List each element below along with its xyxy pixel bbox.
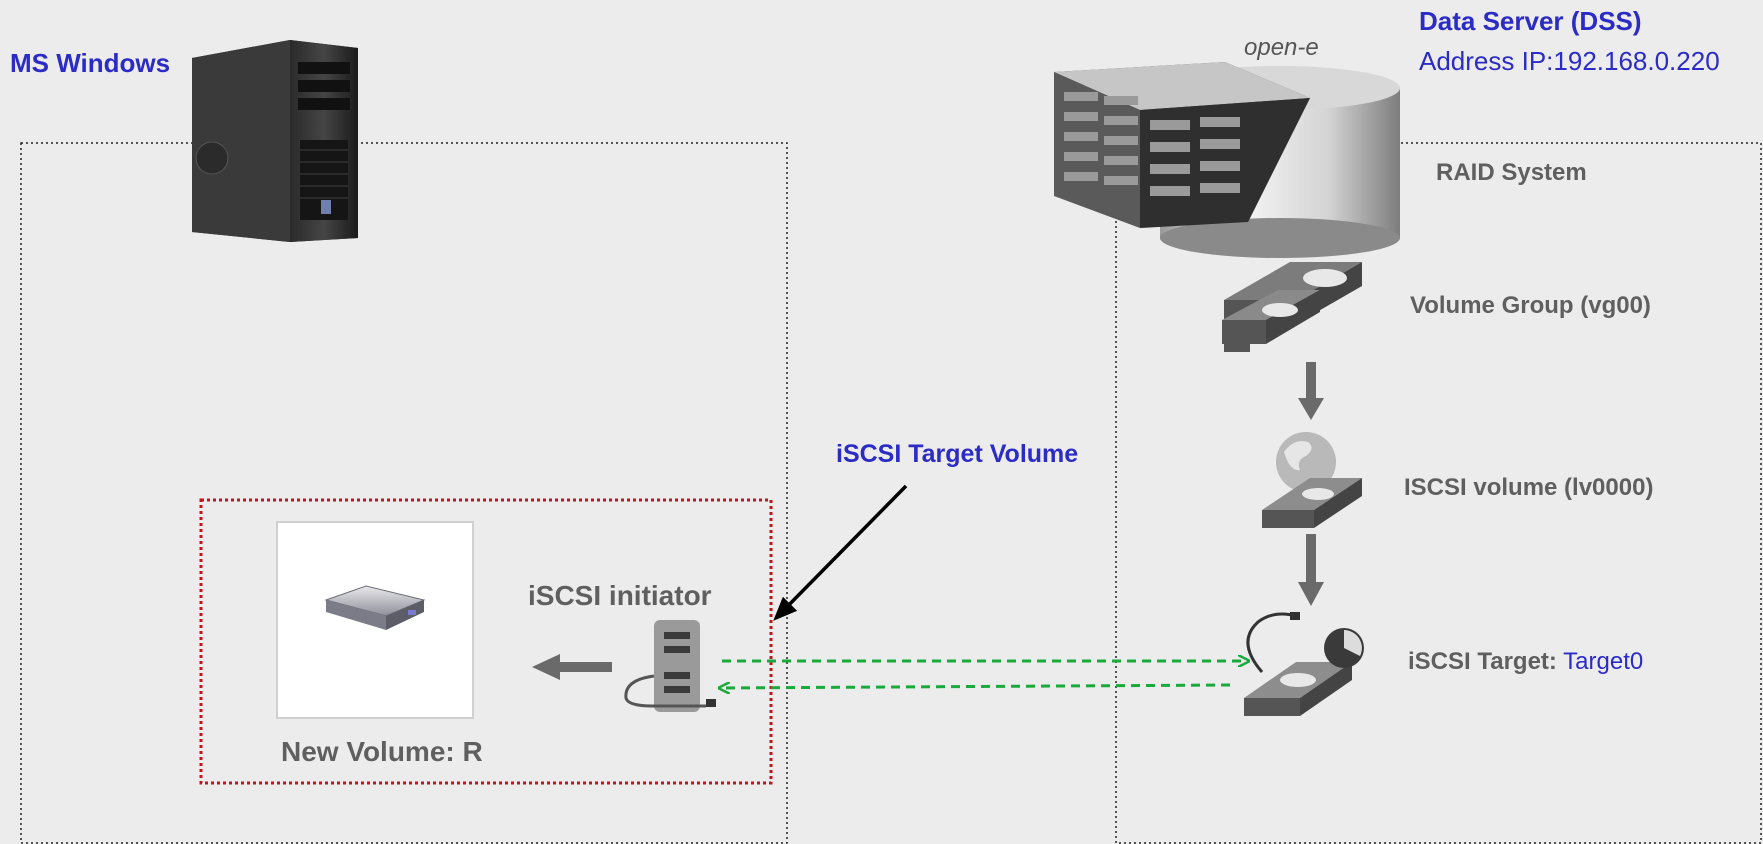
raid-system-label: RAID System: [1436, 159, 1587, 186]
arrow-initiator-to-drive: [532, 654, 612, 680]
server-title: Data Server (DSS): [1419, 6, 1642, 36]
server-boundary: [1115, 142, 1762, 844]
initiator-icon: [624, 620, 716, 712]
pointer-arrow: [773, 484, 908, 621]
new-volume-label: New Volume: R: [281, 736, 483, 767]
arrow-volume-to-target: [1298, 534, 1324, 606]
iscsi-volume-label: ISCSI volume (lv0000): [1404, 474, 1654, 501]
disk-drive-icon: [276, 521, 474, 719]
iscsi-target-label: iSCSI Target: Target0: [1408, 648, 1643, 676]
client-title: MS Windows: [10, 48, 171, 78]
tower-pc-icon: [192, 40, 358, 242]
iscsi-target-volume-label: iSCSI Target Volume: [836, 440, 1079, 468]
volume-group-label: Volume Group (vg00): [1410, 292, 1651, 319]
iscsi-target-name: Target0: [1563, 648, 1644, 675]
arrow-vg-to-volume: [1298, 362, 1324, 420]
iscsi-target-prefix: iSCSI Target:: [1408, 648, 1557, 675]
client-boundary: [20, 142, 788, 844]
link-target-to-initiator: [720, 685, 1231, 688]
volume-group-icon: [1222, 262, 1362, 352]
server-address: Address IP:192.168.0.220: [1419, 46, 1720, 76]
raid-storage-icon: [1054, 62, 1400, 258]
client-volume-box: [199, 498, 773, 785]
brand-logo: open-e: [1244, 34, 1319, 61]
iscsi-volume-icon: [1262, 432, 1362, 528]
iscsi-target-icon: [1244, 612, 1364, 716]
iscsi-initiator-label: iSCSI initiator: [528, 580, 712, 611]
